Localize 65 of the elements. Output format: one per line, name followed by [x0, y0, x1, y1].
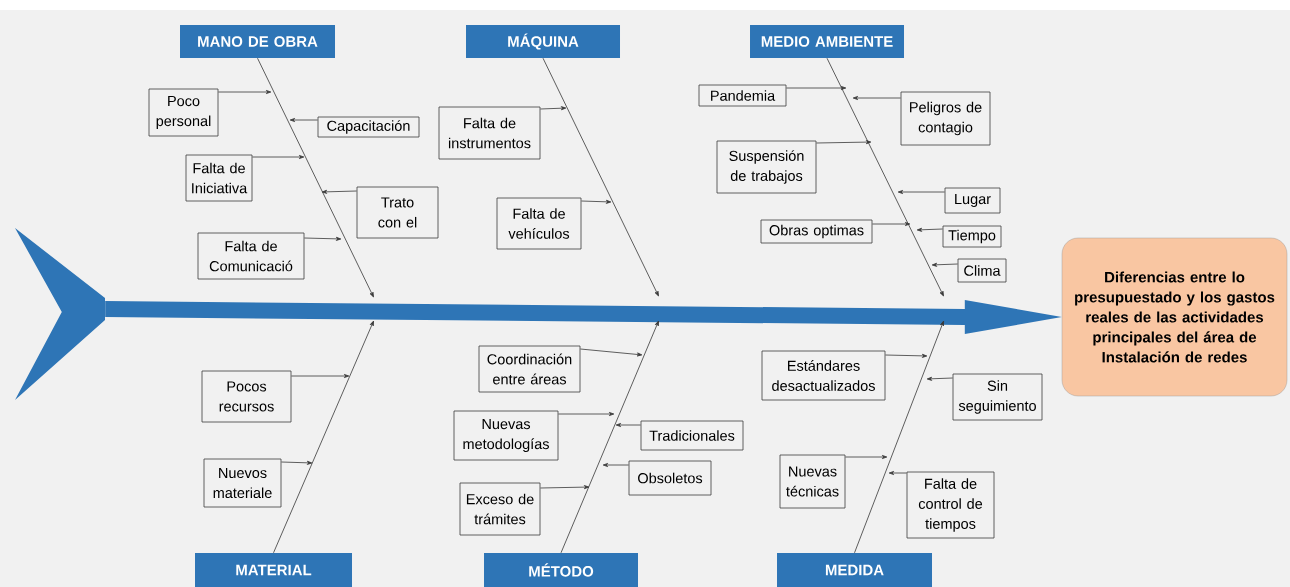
cause-box: Suspensión de trabajos [716, 140, 817, 194]
cause-box: Nuevas metodologías [453, 410, 559, 461]
fish-tail-drawing [15, 228, 105, 400]
cause-box: Trato con el [356, 186, 439, 239]
cause-box: Coordinación entre áreas [478, 345, 581, 393]
arrow [602, 463, 629, 467]
bone-arrow [854, 320, 944, 554]
arrow [289, 118, 318, 122]
arrow [845, 455, 888, 459]
cause-box: Falta de vehículos [496, 197, 582, 250]
cause-box: Pandemia [698, 84, 787, 107]
category-box: MANO DE OBRA [180, 25, 335, 58]
category-box: MÁQUINA [466, 25, 620, 58]
arrow [897, 190, 945, 194]
arrow [872, 222, 911, 226]
arrow [852, 96, 901, 100]
cause-box: Falta de instrumentos [438, 106, 541, 160]
category-box: MÉTODO [484, 553, 638, 587]
arrow [321, 189, 357, 194]
spine-arrow [105, 300, 1062, 334]
arrow [816, 140, 872, 145]
cause-box: Falta de control de tiempos [906, 471, 995, 539]
arrow [888, 471, 907, 475]
cause-box: Peligros de contagio [900, 91, 991, 146]
cause-box: Nuevas técnicas [779, 454, 846, 509]
arrow [218, 90, 272, 94]
cause-box: Obras optimas [760, 219, 873, 244]
arrow [885, 353, 928, 358]
arrow [580, 348, 643, 357]
cause-box: Tiempo [942, 225, 1002, 248]
cause-box: Clima [957, 258, 1007, 283]
bone-arrow [826, 57, 944, 297]
bone-arrow [560, 320, 659, 554]
arrow [540, 106, 567, 111]
arrow [581, 199, 612, 204]
arrow [304, 236, 342, 241]
arrow [291, 374, 350, 378]
cause-box: Estándares desactualizados [761, 350, 886, 401]
cause-box: Nuevos materiale [203, 458, 282, 508]
cause-box: Obsoletos [628, 460, 712, 496]
bone-arrow [542, 57, 659, 297]
category-box: MEDIDA [777, 553, 932, 587]
cause-box: Exceso de trámites [459, 482, 541, 536]
cause-box: Poco personal [148, 88, 219, 137]
effect-box: Diferencias entre lo presupuestado y los gastos reales de las actividades principales del área de Instalación de redes [1061, 237, 1288, 397]
arrow [615, 423, 641, 427]
arrow [252, 155, 305, 159]
category-box: MATERIAL [195, 553, 352, 587]
cause-box: Pocos recursos [201, 370, 292, 423]
cause-box: Lugar [944, 187, 1001, 214]
cause-box: Capacitación [317, 116, 420, 138]
arrow [931, 262, 958, 267]
cause-box: Falta de Iniciativa [185, 154, 253, 202]
bone-arrow [273, 320, 374, 554]
bone-arrow [257, 57, 374, 298]
arrow [916, 227, 943, 232]
arrow [786, 86, 847, 91]
arrow [558, 412, 615, 416]
category-box: MEDIO AMBIENTE [750, 25, 904, 58]
arrow [926, 376, 953, 381]
cause-box: Falta de Comunicació [197, 232, 305, 280]
cause-box: Tradicionales [640, 420, 744, 451]
arrow [540, 485, 590, 490]
arrow [281, 460, 313, 465]
cause-box: Sin seguimiento [952, 373, 1043, 421]
